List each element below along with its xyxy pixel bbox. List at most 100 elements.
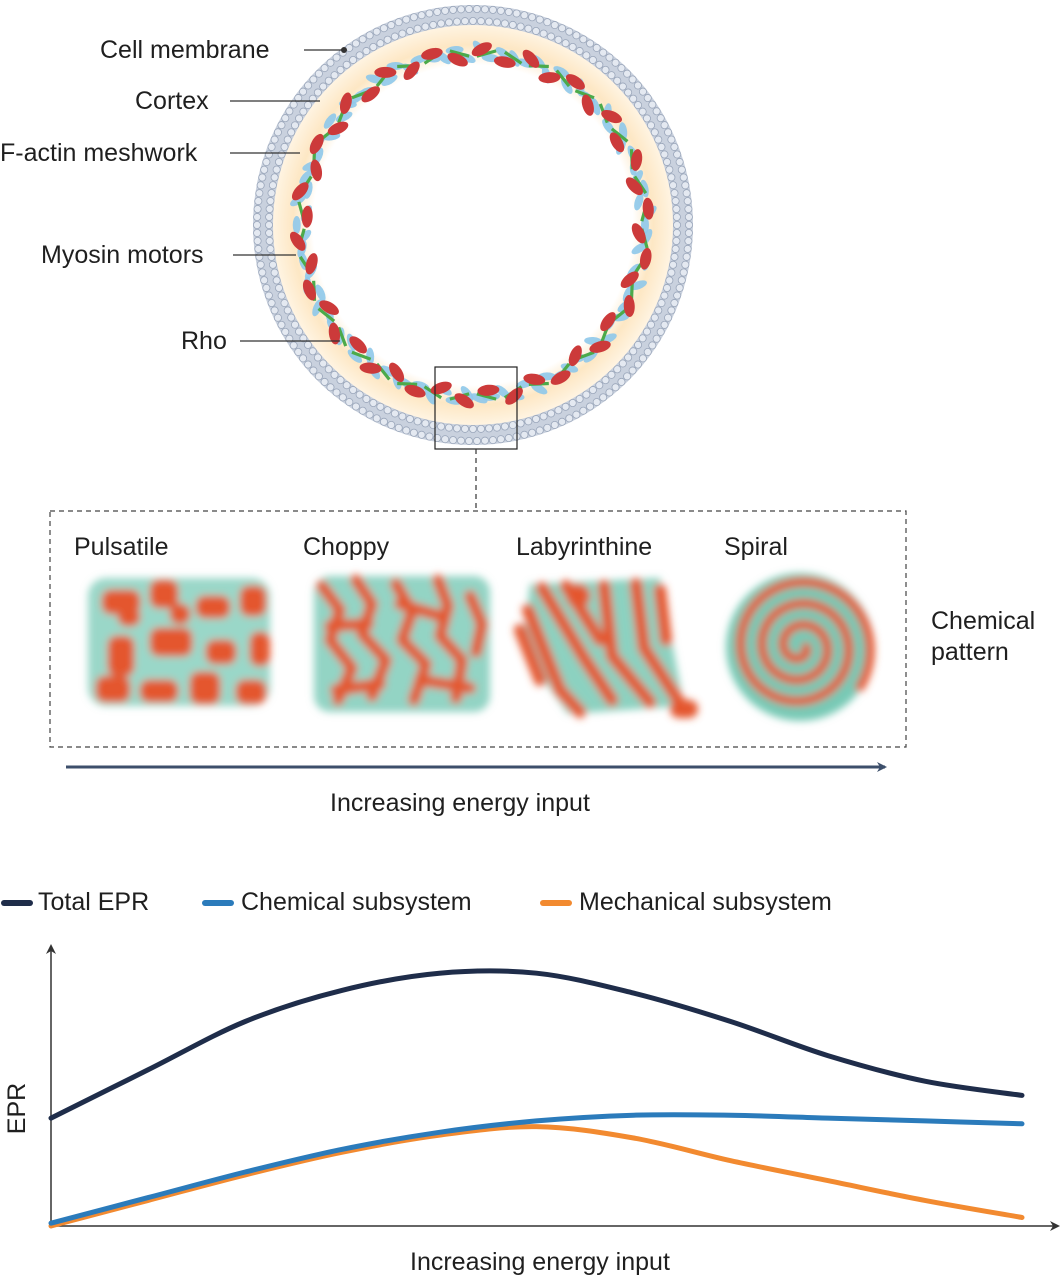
myosin-motor [309,133,324,155]
legend-label-mechanical: Mechanical subsystem [579,888,832,916]
lipid-head [358,35,367,44]
lipid-head [601,376,610,385]
pattern-stroke [350,574,392,702]
lipid-head [613,76,622,85]
lipid-head [684,205,693,214]
lipid-head [314,372,323,381]
lipid-head [535,426,544,435]
lipid-head [260,165,269,174]
lipid-head [274,157,283,166]
pattern-choppy [314,574,490,712]
mesh-blob [470,393,488,404]
lipid-head [365,31,374,40]
myosin-motor [630,149,643,171]
pattern-stroke [432,574,468,704]
lipid-head [283,135,292,144]
myosin-motor [305,253,318,275]
lipid-head [468,424,477,433]
mesh-blob [299,169,313,185]
lipid-head [253,228,262,237]
lipid-head [650,128,659,137]
lipid-head [468,16,477,25]
lipid-head [673,291,682,300]
lipid-head [281,327,290,336]
mesh-blob [315,284,326,302]
lipid-head [267,299,276,308]
lipid-head [437,19,446,28]
lipid-head [332,53,341,62]
lipid-head [253,205,262,214]
lipid-head [319,82,328,91]
lipid-head [558,24,567,33]
lipid-head [618,359,627,368]
lipid-head [338,393,347,402]
lipid-head [425,432,434,441]
actin-filament [317,307,336,323]
myosin-motor [471,42,492,57]
pattern-stroke [514,624,546,686]
lipid-head [588,55,597,64]
lipid-head [656,114,665,123]
lipid-head [294,94,303,103]
lipid-head [452,17,461,26]
myosin-motor [359,362,382,374]
lipid-head [342,60,351,69]
lipid-head [342,381,351,390]
lipid-head [429,20,438,29]
lipid-head [372,414,381,423]
lipid-head [319,359,328,368]
lipid-head [532,26,541,35]
lipid-head [547,409,556,418]
lipid-head [272,276,281,285]
myosin-motor [581,94,594,116]
pattern-stroke [630,578,688,712]
lipid-head [255,252,264,261]
pattern-blob [190,672,220,704]
lipid-head [324,76,333,85]
pattern-stroke [394,598,446,622]
lipid-head [274,284,283,293]
lipid-head [528,13,537,22]
lipid-head [618,82,627,91]
lipid-head [265,204,274,213]
lipid-head [677,276,686,285]
pattern-blob [250,632,270,666]
lipid-head [485,17,494,26]
myosin-motor [642,197,654,220]
lipid-head [362,394,371,403]
lipid-head [485,424,494,433]
lipid-head [332,388,341,397]
label-cell-membrane: Cell membrane [100,36,270,64]
lipid-head [634,101,643,110]
pattern-label-spiral: Spiral [724,533,788,561]
lipid-head [648,341,657,350]
lipid-head [684,228,693,237]
lipid-head [554,406,563,415]
actin-filament [449,49,470,58]
myosin-motor [339,92,352,115]
lipid-head [313,88,322,97]
lipid-head [480,5,489,14]
lipid-head [291,320,300,329]
lipid-head [402,15,411,24]
lipid-head [409,428,418,437]
lipid-head [667,135,676,144]
lipid-head [568,398,577,407]
mesh-blob [629,280,647,291]
myosin-motor [550,370,571,385]
myosin-motor [349,336,367,354]
lipid-head [268,181,277,190]
lipid-head [405,415,414,424]
lipid-head [299,87,308,96]
lipid-head [652,107,661,116]
lipid-head [638,87,647,96]
myosin-motor [374,66,397,78]
lipid-head [628,75,637,84]
lipid-head [624,88,633,97]
legend-label-chemical: Chemical subsystem [241,888,472,916]
pattern-blob [670,700,698,718]
lipid-head [667,306,676,315]
series-line-mechanical-subsystem [48,1124,1025,1229]
chemical-pattern-label-line2: pattern [931,638,1009,666]
lipid-head [667,268,676,277]
